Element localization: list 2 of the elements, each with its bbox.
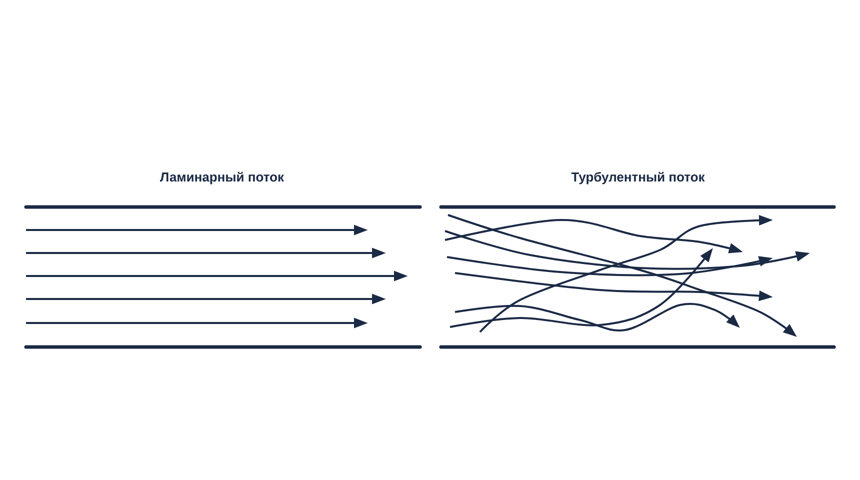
panel-title: Турбулентный поток	[571, 172, 705, 184]
panel-title: Ламинарный поток	[160, 172, 284, 184]
